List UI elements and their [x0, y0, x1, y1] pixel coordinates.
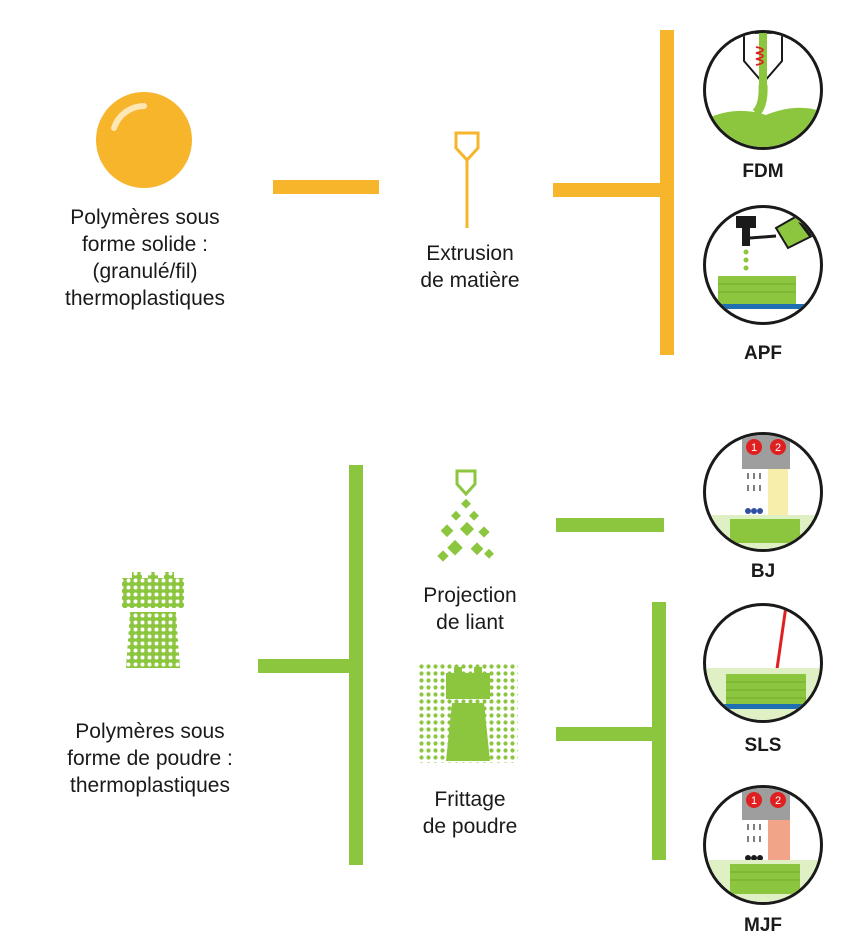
solid-bracket [660, 30, 674, 355]
fdm-label: FDM [742, 161, 784, 182]
sls-label: SLS [744, 735, 782, 756]
bj-illustration: 1 2 [703, 432, 823, 552]
binder-jet-icon [435, 468, 499, 568]
solid-connector-1 [273, 180, 379, 194]
head-number-2: 2 [775, 442, 781, 454]
powder-bracket [349, 465, 363, 865]
fdm-illustration [703, 30, 823, 150]
powder-polymer-label: Polymères sous forme de poudre : thermop… [67, 720, 233, 797]
bj-label: BJ [750, 561, 776, 582]
apf-label: APF [744, 343, 782, 364]
mjf-illustration: 1 2 [703, 785, 823, 905]
powder-connector-bj [556, 518, 664, 532]
head-number-1: 1 [751, 442, 757, 454]
mjf-head-number-1: 1 [751, 795, 757, 807]
powder-connector-sinter [556, 727, 656, 741]
powder-connector-1 [258, 659, 352, 673]
mjf-label: MJF [744, 915, 782, 936]
solid-polymer-label: Polymères sous forme solide : (granulé/f… [65, 206, 225, 310]
apf-illustration [703, 205, 823, 325]
sinter-bracket [652, 602, 666, 860]
powder-polymer-tower-icon [118, 570, 188, 670]
sls-illustration [703, 603, 823, 723]
solid-polymer-sphere-icon [92, 88, 196, 192]
extrusion-process-label: Extrusion de matière [420, 242, 520, 292]
solid-connector-2 [553, 183, 663, 197]
binder-process-label: Projection de liant [423, 584, 517, 634]
powder-sintering-icon [418, 663, 518, 763]
mjf-head-number-2: 2 [775, 795, 781, 807]
extrusion-nozzle-icon [452, 130, 482, 230]
sinter-process-label: Frittage de poudre [422, 788, 518, 838]
